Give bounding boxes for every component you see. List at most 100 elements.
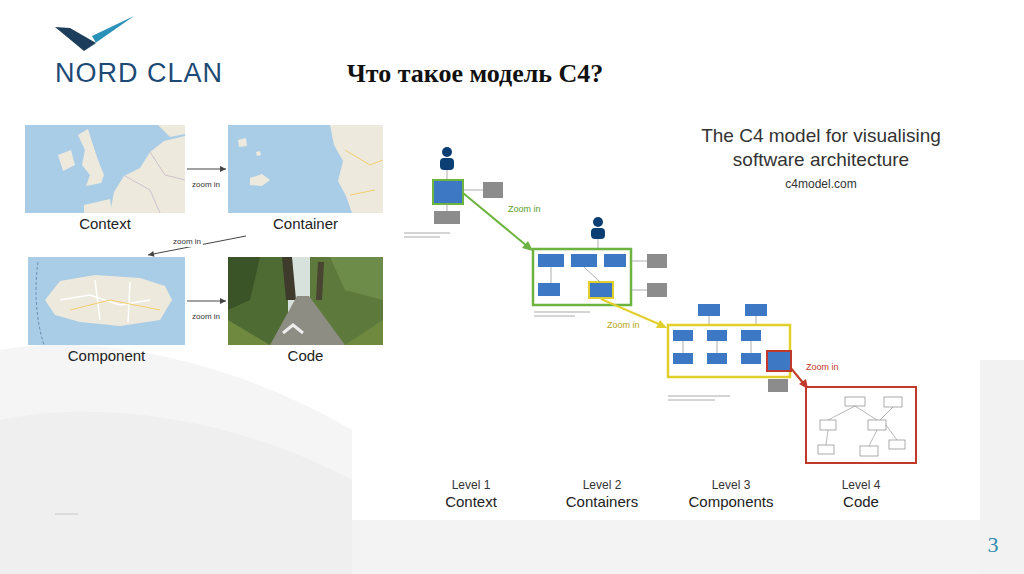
- level-name: Context: [411, 493, 531, 511]
- level-context-diagram-part: [447, 170, 448, 180]
- level-number-box: Level 4: [801, 478, 921, 492]
- level-code-diagram-part: [884, 397, 902, 407]
- level-name-box: Code: [801, 493, 921, 511]
- street-view-photo-part: [228, 257, 260, 310]
- level-code-diagram-part: [820, 420, 836, 430]
- page-number: 3: [978, 532, 1008, 558]
- map-europe: [25, 125, 185, 213]
- edge-label: zoom in: [190, 180, 222, 190]
- zoom-arrow-green: [463, 193, 533, 251]
- c4-heading: The C4 model for visualising software ar…: [676, 124, 966, 172]
- level-components-diagram-part: [673, 330, 693, 341]
- street-view-photo-part: [316, 262, 324, 300]
- logo-text-box: NORD CLAN: [55, 58, 245, 88]
- level-containers-diagram-part: [534, 312, 590, 316]
- level-context-diagram-part: [434, 211, 460, 224]
- level-code-diagram-part: [826, 406, 897, 446]
- edge-label-box: zoom in: [190, 305, 222, 323]
- level-context-diagram-part: [442, 147, 452, 157]
- background-swoosh-part: [352, 520, 1024, 574]
- map-jersey: [28, 257, 185, 345]
- map-panel: Context: [25, 125, 185, 235]
- c4-panel: [352, 122, 980, 520]
- level-code-diagram-part: [868, 420, 886, 430]
- map-panel: Container: [228, 125, 383, 235]
- level-components-diagram-part: [673, 353, 693, 364]
- map-channel-islands: [228, 125, 383, 213]
- level-name: Code: [801, 493, 921, 511]
- zoom-label: Zoom in: [806, 362, 856, 373]
- level-containers-diagram-part: [533, 249, 631, 305]
- slide-title-box: Что такое модель C4?: [290, 58, 660, 90]
- level-name-box: Components: [671, 493, 791, 511]
- level-code-diagram-part: [818, 445, 834, 454]
- level-components-diagram-part: [698, 304, 720, 316]
- street-view-photo-part: [345, 320, 383, 345]
- level-containers-diagram-part: [538, 254, 564, 267]
- edge-label: zoom in: [190, 312, 222, 322]
- map-europe-part: [58, 150, 75, 171]
- street-view-photo-part: [228, 257, 383, 345]
- map-jersey-part: [70, 300, 160, 310]
- zoom-arrow-red-part: [790, 367, 804, 384]
- c4-url-box: c4model.com: [676, 177, 966, 191]
- map-caption: Context: [25, 215, 185, 233]
- arrow-head: [148, 251, 154, 257]
- level-number: Level 4: [801, 478, 921, 492]
- map-channel-islands-part: [228, 125, 383, 213]
- level-number-box: Level 2: [542, 478, 662, 492]
- arrow-head: [220, 166, 226, 172]
- map-europe-part: [158, 125, 185, 137]
- logo-text: NORD CLAN: [55, 58, 245, 88]
- level-code-diagram: [806, 387, 916, 463]
- level-code-diagram-part: [806, 387, 916, 463]
- edge-label: zoom in: [171, 237, 203, 247]
- zoom-label: Zoom in: [607, 320, 657, 331]
- background-swoosh-part: [0, 412, 352, 574]
- level-context-diagram: [404, 147, 503, 237]
- zoom-connector: [187, 166, 226, 172]
- level-number: Level 3: [671, 478, 791, 492]
- level-components-diagram-part: [707, 330, 727, 341]
- level-components-diagram-part: [683, 341, 751, 353]
- zoom-arrow-yellow-part: [656, 320, 667, 328]
- zoom-connector: [187, 298, 226, 304]
- level-containers-diagram-part: [571, 254, 597, 267]
- street-view-photo-part: [283, 325, 303, 333]
- logo-bird-part: [84, 16, 134, 51]
- level-context-diagram-part: [483, 182, 503, 198]
- street-view-photo-part: [228, 320, 270, 345]
- background-swoosh-part: [55, 514, 78, 515]
- level-code-diagram-part: [889, 440, 905, 449]
- level-components-diagram-part: [668, 325, 790, 377]
- level-components-diagram: [668, 304, 791, 400]
- map-europe-part: [84, 199, 112, 213]
- map-panel: Code: [228, 257, 383, 367]
- level-components-diagram-part: [741, 353, 761, 364]
- edge-label-box: zoom in: [190, 173, 222, 191]
- background-swoosh-part: [0, 345, 352, 574]
- level-context-diagram-part: [433, 180, 463, 204]
- map-jersey-part: [28, 257, 185, 345]
- map-channel-islands-part: [250, 174, 270, 186]
- map-europe-part: [25, 125, 185, 213]
- street-view-photo-part: [270, 296, 345, 345]
- street-view-photo-part: [282, 257, 296, 300]
- map-caption: Component: [28, 347, 185, 365]
- level-components-diagram-part: [668, 396, 730, 400]
- map-europe-part: [78, 129, 104, 186]
- map-channel-islands-part: [256, 151, 261, 156]
- map-caption: Code: [228, 347, 383, 365]
- level-name: Containers: [542, 493, 662, 511]
- level-components-diagram-part: [745, 304, 767, 316]
- zoom-label-box: Zoom in: [607, 320, 657, 331]
- level-containers-diagram-part: [598, 239, 599, 249]
- c4-url: c4model.com: [676, 177, 966, 191]
- map-jersey-part: [36, 262, 44, 345]
- map-caption: Container: [228, 215, 383, 233]
- level-context-diagram-part: [447, 204, 448, 211]
- street-view-photo-part: [330, 257, 383, 300]
- zoom-connector: [148, 236, 246, 257]
- level-components-diagram-part: [709, 316, 756, 325]
